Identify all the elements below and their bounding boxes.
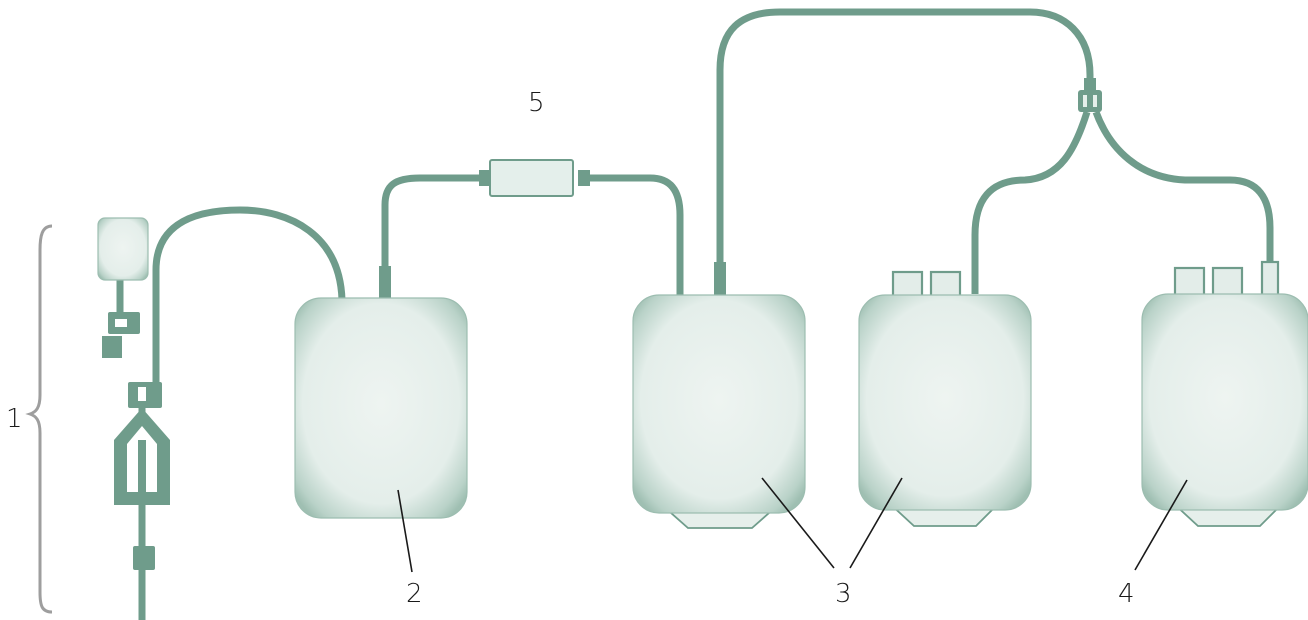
branch-tube-right <box>1092 110 1274 264</box>
bags <box>294 293 1308 519</box>
additive-bag-port-b <box>1211 266 1244 298</box>
leader-line-4 <box>1134 479 1188 571</box>
bag-top-ports <box>891 260 1280 300</box>
loop-tube <box>716 8 1094 265</box>
leukocyte-filter <box>489 159 574 197</box>
labels: 1 2 3 4 5 <box>6 88 1135 609</box>
leader-line-3-left <box>761 477 835 569</box>
filter-outlet-tube <box>585 174 684 298</box>
label-leukocyte-filter: 5 <box>528 88 545 118</box>
y-connector-right-slot <box>1093 95 1097 107</box>
y-connector-body <box>1078 90 1102 112</box>
junction-clamp-slot <box>138 387 146 401</box>
y-connector-top <box>1084 78 1096 92</box>
donor-tube <box>152 206 346 390</box>
leader-lines <box>397 477 1188 573</box>
satellite-bag-1 <box>632 294 806 514</box>
needle-assembly-brace <box>25 224 53 614</box>
filter-inlet-connector <box>479 170 491 186</box>
tube-connectors <box>379 78 1102 300</box>
label-needle-set: 1 <box>6 404 23 434</box>
needle-assembly <box>97 217 170 570</box>
collection-bag-port-connector <box>379 266 391 300</box>
label-additive-bag: 4 <box>1118 579 1135 609</box>
leader-line-3-right <box>849 477 903 569</box>
needle-window-tube <box>138 440 146 492</box>
satellite-bag-port-connector <box>714 262 726 298</box>
collection-bag <box>294 297 468 519</box>
filter-outlet-connector <box>578 170 590 186</box>
additive-bag <box>1141 293 1308 511</box>
sample-cap <box>102 336 122 358</box>
needle-hub <box>133 546 155 570</box>
additive-bag-port-a <box>1173 266 1206 298</box>
sample-clamp-slot <box>115 319 127 327</box>
additive-bag-port-c <box>1260 260 1280 298</box>
filter-inlet-tube <box>381 174 485 270</box>
label-collection-bag: 2 <box>406 579 423 609</box>
sample-pouch <box>97 217 149 281</box>
y-connector-left-slot <box>1083 95 1087 107</box>
leader-line-2 <box>397 489 413 573</box>
satellite-bag-2-port-a <box>891 270 924 300</box>
branch-tube-left <box>971 110 1091 294</box>
satellite-bag-2-port-b <box>929 270 962 300</box>
label-satellite-bags: 3 <box>835 579 852 609</box>
satellite-bag-2 <box>858 294 1032 511</box>
